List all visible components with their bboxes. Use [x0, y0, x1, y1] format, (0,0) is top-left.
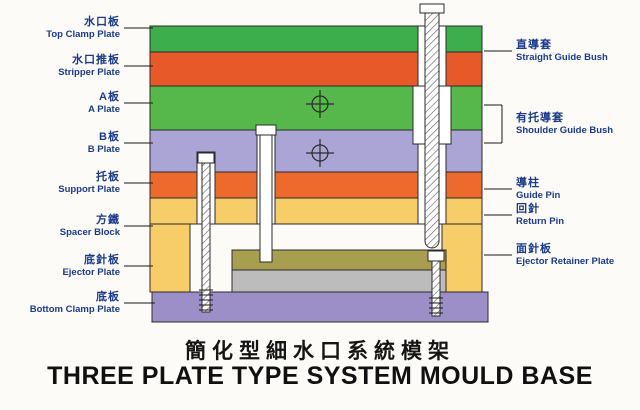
label-en: Ejector Plate	[62, 267, 120, 278]
leader-lines-right	[484, 50, 512, 256]
label-en: Support Plate	[58, 184, 120, 195]
spacer-block-left	[149, 223, 191, 293]
label-en: Guide Pin	[516, 190, 561, 201]
label-stripper-plate: 水口推板 Stripper Plate	[58, 54, 120, 78]
spacer-block-right	[441, 223, 483, 293]
label-guide-pin: 導柱 Guide Pin	[516, 177, 560, 201]
label-ejector-plate: 底針板 Ejector Plate	[62, 254, 120, 278]
label-straight-guide-bush: 直導套 Straight Guide Bush	[516, 39, 608, 63]
guide-pin-body	[424, 12, 440, 249]
label-en: B Plate	[87, 144, 120, 155]
title-english: THREE PLATE TYPE SYSTEM MOULD BASE	[47, 362, 593, 390]
label-zh: 導柱	[516, 177, 540, 189]
label-zh: 水口推板	[72, 54, 120, 66]
label-en: Stripper Plate	[58, 67, 120, 78]
label-support-plate: 托板 Support Plate	[58, 171, 120, 195]
label-en: Shoulder Guide Bush	[516, 125, 614, 136]
bottom-screw-head	[427, 250, 445, 262]
center-mark-a-plate	[306, 90, 334, 118]
label-en: Straight Guide Bush	[516, 52, 608, 63]
label-zh: 直導套	[516, 39, 552, 51]
label-spacer-block: 方鐵 Spacer Block	[60, 214, 120, 238]
title-chinese: 簡化型細水口系統模架	[185, 340, 455, 363]
ejector-plate	[231, 269, 447, 293]
bottom-screw-body	[431, 260, 441, 317]
label-bottom-clamp-plate: 底板 Bottom Clamp Plate	[30, 291, 120, 315]
label-zh: 底板	[96, 291, 120, 303]
left-screw	[197, 152, 215, 313]
left-screw-body	[201, 162, 211, 313]
label-shoulder-guide-bush: 有托導套 Shoulder Guide Bush	[516, 112, 613, 136]
label-zh: 有托導套	[516, 112, 564, 124]
guide-pin-cap	[419, 3, 445, 14]
label-ejector-retainer-plate: 面針板 Ejector Retainer Plate	[516, 243, 614, 267]
return-pin	[255, 124, 277, 263]
label-en: Ejector Retainer Plate	[516, 256, 615, 267]
bottom-screw-threads	[429, 297, 443, 314]
label-b-plate: B板 B Plate	[88, 131, 120, 155]
label-en: Top Clamp Plate	[46, 29, 120, 40]
label-zh: A板	[99, 91, 120, 103]
diagram-canvas	[124, 3, 512, 323]
leader-lines-left	[124, 27, 155, 304]
label-zh: 底針板	[84, 254, 120, 266]
center-mark-b-plate	[306, 139, 334, 167]
label-zh: 方鐵	[96, 214, 120, 226]
label-en: A Plate	[88, 104, 120, 115]
label-a-plate: A板 A Plate	[88, 91, 120, 115]
label-zh: 回針	[516, 203, 540, 215]
label-en: Spacer Block	[59, 227, 120, 238]
label-top-clamp-plate: 水口板 Top Clamp Plate	[46, 16, 120, 40]
label-zh: 水口板	[84, 16, 120, 28]
return-pin-head	[255, 124, 277, 136]
left-screw-head	[197, 152, 215, 164]
left-screw-threads	[199, 289, 213, 311]
label-en: Bottom Clamp Plate	[29, 304, 120, 315]
bottom-screw	[427, 250, 445, 317]
return-pin-body	[259, 134, 273, 263]
label-zh: 面針板	[516, 243, 552, 255]
label-zh: 托板	[96, 171, 120, 183]
guide-pin	[419, 3, 445, 249]
label-en: Return Pin	[516, 216, 565, 227]
label-zh: B板	[99, 131, 120, 143]
label-return-pin: 回針 Return Pin	[516, 203, 564, 227]
